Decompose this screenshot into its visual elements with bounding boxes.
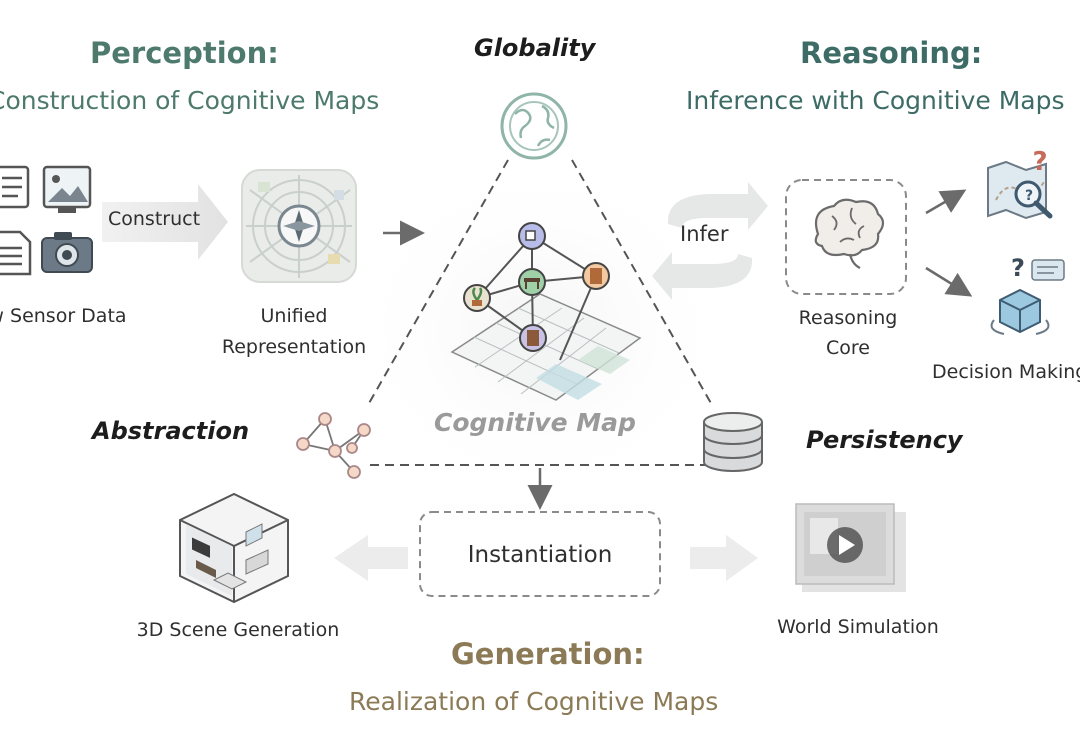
perception-subtitle: Construction of Cognitive Maps (0, 86, 380, 115)
brain-icon (814, 198, 885, 269)
construct-label: Construct (108, 208, 201, 230)
plant-node-icon (463, 284, 491, 312)
unified-label-line2: Representation (221, 336, 367, 358)
generation-subtitle: Realization of Cognitive Maps (349, 687, 719, 716)
svg-text:?: ? (1025, 188, 1033, 204)
perception-title: Perception: (90, 36, 279, 70)
abstraction-label: Abstraction (92, 417, 250, 445)
reasoning-subtitle: Inference with Cognitive Maps (686, 86, 1065, 115)
instantiation-box (419, 511, 661, 597)
unified-label-line1: Unified (260, 305, 328, 327)
cognitive-map-label: Cognitive Map (434, 408, 636, 437)
cup-node-icon (518, 222, 546, 250)
table-node-icon (518, 268, 546, 296)
core-to-map-arrow (925, 189, 967, 215)
reasoning-core-label-line2: Core (826, 337, 870, 359)
door-node-icon-2 (519, 324, 547, 352)
camera-icon (41, 232, 93, 273)
scene-generation-label: 3D Scene Generation (136, 619, 340, 641)
sensor-data-label: Raw Sensor Data (0, 305, 127, 327)
document-icon-2 (0, 230, 32, 276)
globe-icon (500, 92, 568, 160)
svg-text:?: ? (1032, 147, 1047, 177)
unified-map-icon (241, 169, 357, 283)
reasoning-title: Reasoning: (800, 36, 983, 70)
persistency-label: Persistency (806, 426, 963, 454)
left-faded-arrow (334, 535, 408, 581)
door-node-icon (582, 262, 610, 290)
graph-icon (296, 412, 371, 479)
video-play-icon (795, 503, 906, 592)
map-search-icon: ? ? (987, 147, 1053, 220)
cube-decision-icon: ? (990, 254, 1065, 335)
infer-cycle-arrows (652, 182, 768, 300)
database-icon (703, 412, 763, 472)
globality-label: Globality (474, 34, 596, 62)
reasoning-core-label-line1: Reasoning (798, 307, 898, 329)
infer-label: Infer (680, 222, 729, 246)
svg-text:?: ? (1011, 254, 1025, 282)
decision-making-label: Decision Making (932, 361, 1080, 383)
triangle-edge-left (367, 159, 509, 406)
core-to-cube-arrow (925, 266, 973, 297)
image-icon (42, 165, 92, 213)
construct-arrow (102, 184, 228, 260)
triangle-edge-right (571, 159, 713, 406)
world-simulation-label: World Simulation (777, 616, 939, 638)
room-icon (179, 492, 289, 604)
instantiation-label: Instantiation (467, 542, 613, 568)
document-icon (0, 165, 30, 209)
cognitive-map-grid (450, 293, 642, 401)
right-faded-arrow (690, 535, 758, 581)
generation-title: Generation: (451, 637, 645, 671)
